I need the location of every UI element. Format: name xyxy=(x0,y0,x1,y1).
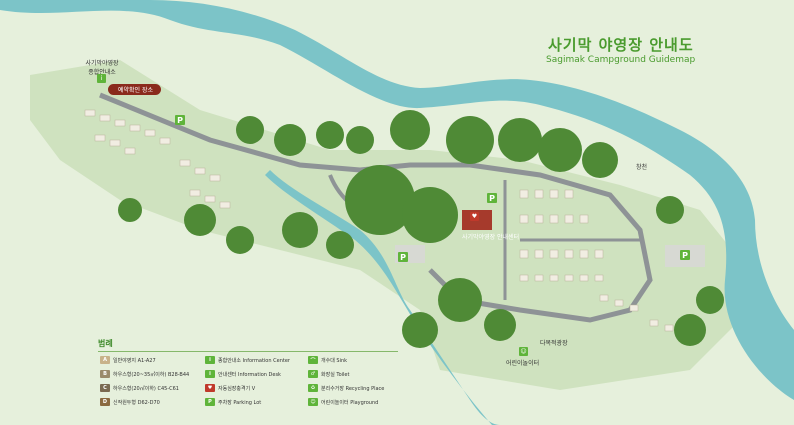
parking-marker-4[interactable]: P xyxy=(487,193,497,203)
playground-label: 어린이놀이터 xyxy=(506,360,540,367)
legend-d-icon: D xyxy=(100,398,110,406)
legend-item-toilet: ♂ 화장실 Toilet xyxy=(308,370,349,378)
map-title: 사기막 야영장 안내도 xyxy=(548,36,694,54)
playground-icon[interactable]: ☺ xyxy=(519,347,528,356)
main-road xyxy=(99,92,653,323)
campsite-pads xyxy=(84,109,674,332)
recycle-icon: ♻ xyxy=(308,384,318,392)
legend-c-icon: C xyxy=(100,384,110,392)
legend-item-d: D 신작원두형 D62-D70 xyxy=(100,398,160,406)
playground-icon: ☺ xyxy=(308,398,318,406)
multipurpose-label: 다목적광장 xyxy=(540,340,568,347)
aed-icon: ♥ xyxy=(205,384,215,392)
legend-item-b: B 하우스형(20~35㎡이하) B28-B44 xyxy=(100,370,189,378)
legend-item-playground: ☺ 어린이놀이터 Playground xyxy=(308,398,378,406)
map-subtitle: Sagimak Campground Guidemap xyxy=(546,55,696,65)
legend-item-a: A 일반야영지 A1-A27 xyxy=(100,356,156,364)
legend-item-c: C 하우스형(20㎡이하) C45-C61 xyxy=(100,384,179,392)
info-center-icon[interactable]: i xyxy=(97,74,106,83)
legend-item-sink: ⌒ 개수대 Sink xyxy=(308,356,347,364)
legend: 범례 xyxy=(98,338,398,352)
info-desk-icon: i xyxy=(205,370,215,378)
toilet-icon: ♂ xyxy=(308,370,318,378)
aed-icon[interactable]: ♥ xyxy=(470,212,479,221)
legend-divider xyxy=(98,351,398,352)
legend-b-icon: B xyxy=(100,370,110,378)
legend-item-info-desk: i 안내센터 Information Desk xyxy=(205,370,281,378)
inner-road xyxy=(503,180,640,300)
legend-item-recycle: ♻ 분리수거장 Recycling Place xyxy=(308,384,384,392)
info-center-icon: i xyxy=(205,356,215,364)
general-info-label: 사기막야영장 종합안내소 xyxy=(85,60,119,76)
legend-item-info-center: i 종합안내소 Information Center xyxy=(205,356,290,364)
legend-item-aed: ♥ 자동심장충격기 V xyxy=(205,384,255,392)
parking-marker-1[interactable]: P xyxy=(175,115,185,125)
legend-a-icon: A xyxy=(100,356,110,364)
reservation-badge[interactable]: 예약확인 장소 xyxy=(108,84,162,95)
stream-label: 창천 xyxy=(636,164,648,171)
river xyxy=(0,0,794,400)
parking-marker-2[interactable]: P xyxy=(398,252,408,262)
legend-item-parking: P 주차장 Parking Lot xyxy=(205,398,261,406)
sink-icon: ⌒ xyxy=(308,356,318,364)
info-center-bldg-label: 사기막야영장 안내센터 xyxy=(462,234,520,241)
legend-title: 범례 xyxy=(98,339,113,348)
forest xyxy=(118,110,724,348)
parking-marker-3[interactable]: P xyxy=(680,250,690,260)
parking-icon: P xyxy=(205,398,215,406)
